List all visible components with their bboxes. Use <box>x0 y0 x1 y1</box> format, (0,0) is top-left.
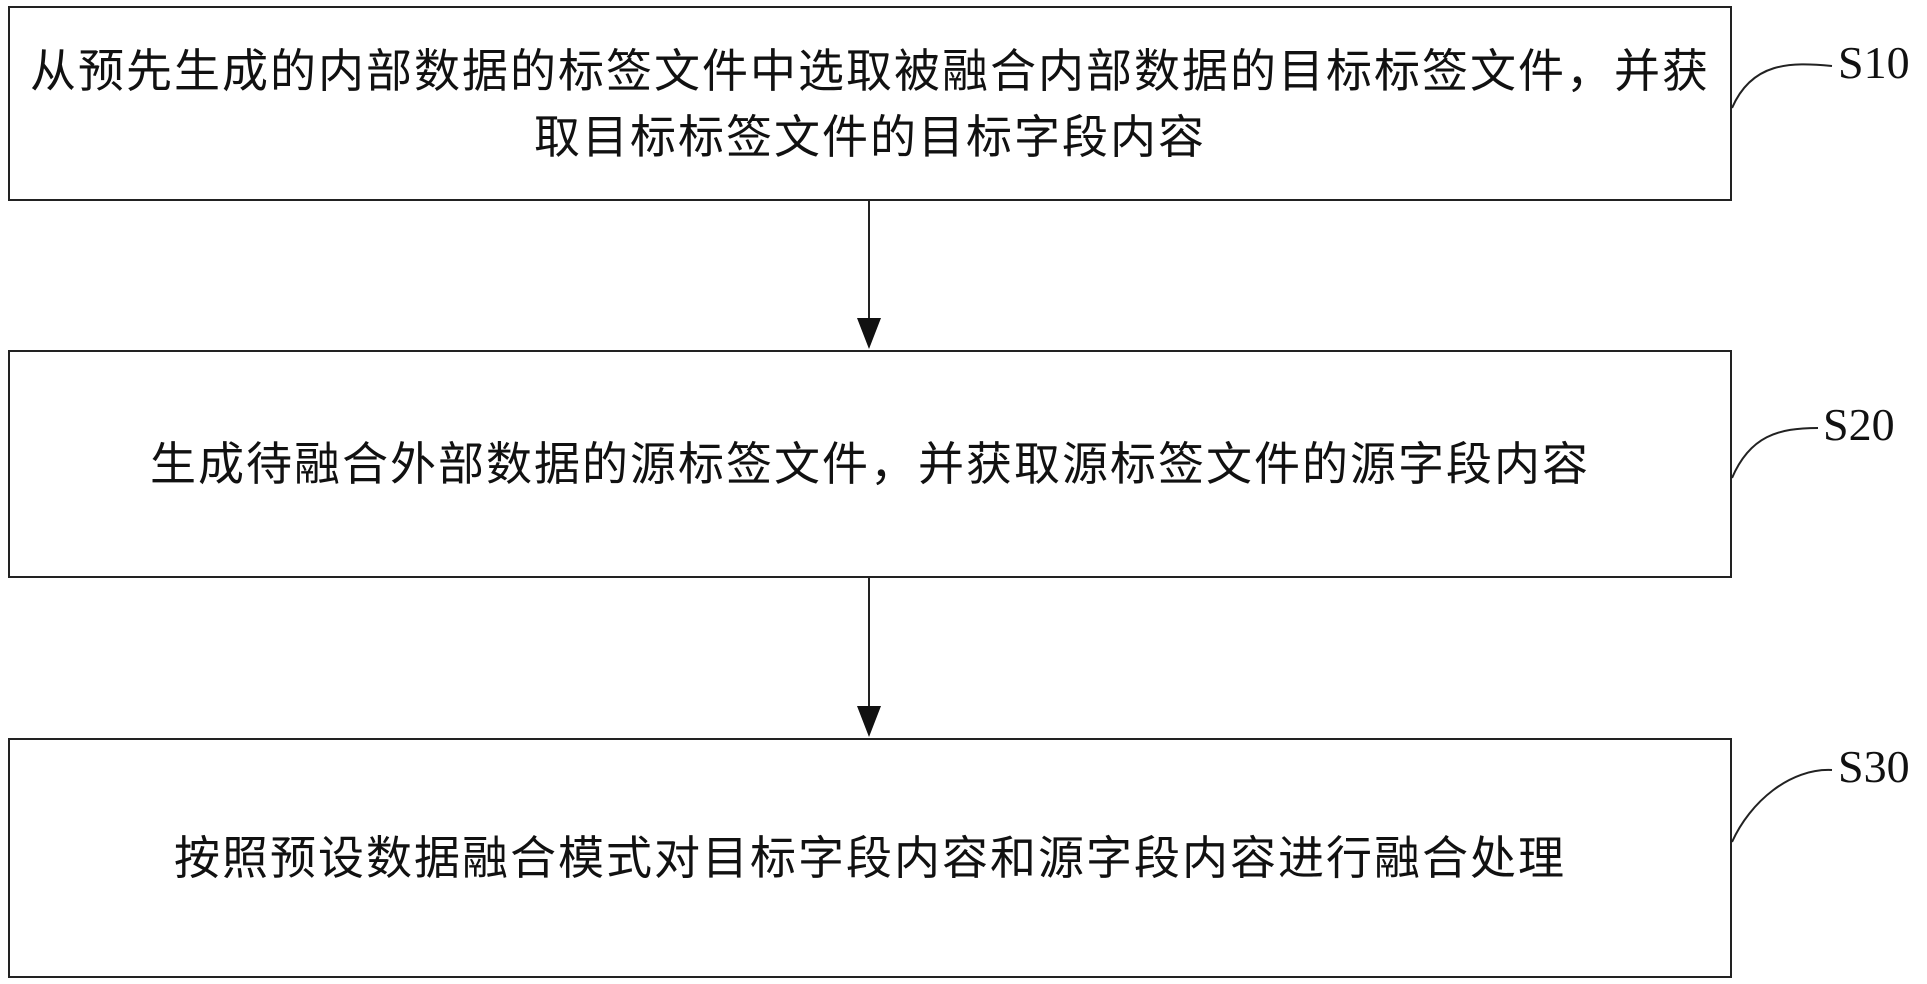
step-text-s30: 按照预设数据融合模式对目标字段内容和源字段内容进行融合处理 <box>174 831 1566 885</box>
flow-arrow-s20-s30 <box>857 578 881 737</box>
leader-line-s10 <box>1731 63 1833 109</box>
step-box-s10: 从预先生成的内部数据的标签文件中选取被融合内部数据的目标标签文件，并获取目标标签… <box>8 6 1732 201</box>
step-box-s30: 按照预设数据融合模式对目标字段内容和源字段内容进行融合处理 <box>8 738 1732 978</box>
leader-line-s30 <box>1731 768 1833 843</box>
leader-line-s20 <box>1731 427 1819 479</box>
flow-arrow-s10-s20 <box>857 201 881 349</box>
step-text-s20: 生成待融合外部数据的源标签文件，并获取源标签文件的源字段内容 <box>150 437 1590 491</box>
step-label-s30: S30 <box>1838 741 1910 792</box>
step-text-s10: 从预先生成的内部数据的标签文件中选取被融合内部数据的目标标签文件，并获取目标标签… <box>30 43 1710 164</box>
step-label-s10: S10 <box>1838 37 1910 88</box>
step-box-s20: 生成待融合外部数据的源标签文件，并获取源标签文件的源字段内容 <box>8 350 1732 578</box>
step-label-s20: S20 <box>1823 399 1895 450</box>
